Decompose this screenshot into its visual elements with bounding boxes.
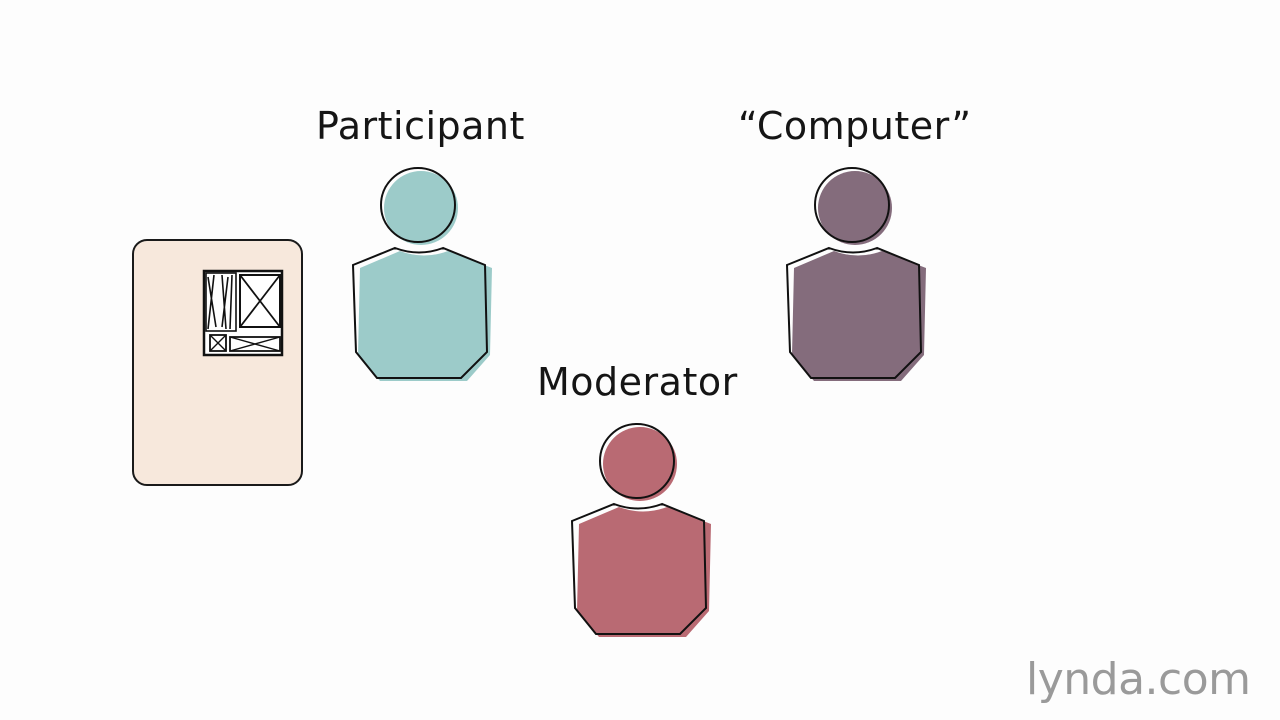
paper-prototype-sketch-icon: [202, 269, 284, 357]
logo-text: lynda.com: [1026, 654, 1251, 705]
moderator-person-icon: [570, 423, 711, 637]
moderator-label: Moderator: [537, 360, 738, 404]
computer-label: “Computer”: [738, 104, 972, 148]
participant-label: Participant: [316, 104, 525, 148]
participant-person-icon: [351, 167, 492, 381]
lynda-logo: lynda.com: [1026, 654, 1251, 705]
paper-prototype-device: [132, 239, 303, 486]
computer-person-icon: [785, 167, 926, 381]
